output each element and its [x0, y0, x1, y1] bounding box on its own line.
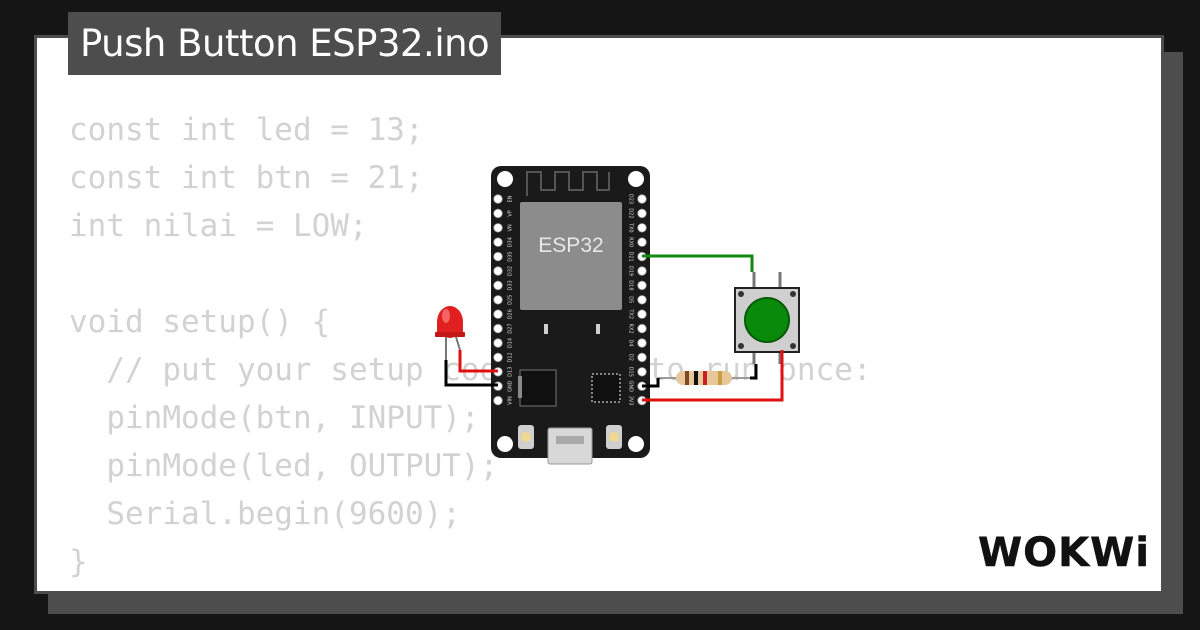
code-line: int nilai = LOW;	[69, 208, 368, 244]
right-pin-label: D18	[628, 280, 634, 290]
right-pin-label: TX0	[628, 222, 634, 233]
project-title: Push Button ESP32.ino	[68, 12, 502, 75]
code-line: }	[69, 544, 88, 580]
left-pin-label: D27	[508, 323, 514, 333]
resistor[interactable]	[658, 371, 750, 385]
left-pin-label: D35	[508, 251, 514, 261]
pin-hole-d27[interactable]	[493, 323, 503, 334]
red-led[interactable]	[435, 306, 465, 360]
pin-hole-d35[interactable]	[493, 251, 503, 262]
pin-hole-tx0[interactable]	[637, 223, 647, 233]
right-pin-label: 3V3	[628, 396, 634, 406]
left-pin-label: VP	[508, 210, 514, 216]
left-pin-label: D12	[508, 352, 514, 362]
pin-hole-en[interactable]	[493, 194, 503, 204]
pin-hole-d14[interactable]	[493, 338, 503, 348]
wire-black-led	[444, 360, 498, 387]
pin-hole-d23[interactable]	[637, 194, 647, 204]
right-pin-label: D15	[628, 367, 634, 377]
code-preview: const int led = 13; const int btn = 21; in…	[69, 106, 872, 586]
right-pin-label: D23	[628, 194, 634, 204]
esp32-label: ESP32	[538, 234, 603, 257]
left-pin-label: D32	[508, 266, 514, 276]
pin-hole-vin[interactable]	[493, 395, 503, 406]
wires	[444, 254, 784, 402]
left-pin-label: VN	[508, 224, 514, 231]
wokwi-logo-text: WOKWi	[978, 530, 1150, 576]
pin-hole-d18[interactable]	[637, 280, 647, 291]
wire-red-led	[458, 350, 498, 373]
right-pin-label: D5	[628, 296, 634, 303]
wire-red-power	[642, 350, 784, 402]
wokwi-logo: WOKWi	[978, 530, 1150, 576]
pin-hole-rx0[interactable]	[637, 237, 647, 247]
left-pin-label: D25	[508, 295, 514, 305]
pin-hole-d33[interactable]	[493, 280, 503, 291]
left-pin-label: GND	[508, 380, 514, 392]
right-pin-label: RX2	[628, 324, 634, 334]
pin-hole-d26[interactable]	[493, 309, 503, 319]
right-pin-label: RX0	[628, 237, 634, 247]
right-pin-label: D4	[628, 339, 634, 346]
left-pin-label: D13	[508, 367, 514, 377]
right-pin-label: D22	[628, 208, 634, 218]
left-pin-label: EN	[508, 195, 514, 202]
right-pin-label: TX2	[628, 308, 634, 319]
right-pin-label: GND	[628, 380, 634, 392]
pin-hole-d19[interactable]	[637, 266, 647, 276]
left-pin-label: D34	[508, 237, 514, 247]
pin-hole-d34[interactable]	[493, 237, 503, 247]
green-push-button[interactable]	[734, 272, 800, 364]
code-line: void setup() {	[69, 304, 331, 340]
usb-port-icon	[547, 427, 593, 465]
left-pin-label: D33	[508, 280, 514, 290]
pin-hole-d4[interactable]	[637, 338, 647, 348]
pin-hole-vn[interactable]	[493, 223, 503, 233]
pin-hole-d2[interactable]	[637, 352, 647, 363]
wire-green	[642, 254, 754, 272]
code-line: const int btn = 21;	[69, 160, 424, 196]
left-pin-label: VIN	[508, 396, 514, 405]
pin-hole-d32[interactable]	[493, 266, 503, 276]
code-line: pinMode(led, OUTPUT);	[69, 448, 499, 484]
wire-black-button	[750, 364, 758, 380]
pin-hole-tx2[interactable]	[637, 309, 647, 319]
code-line: const int led = 13;	[69, 112, 424, 148]
pin-hole-d25[interactable]	[493, 295, 503, 305]
right-pin-label: D21	[628, 251, 634, 261]
pin-hole-d5[interactable]	[637, 295, 647, 305]
esp32-board[interactable]: ESP32 ENVPVND34D35D32D33D25D26D27D14D12D…	[491, 166, 650, 465]
pin-hole-d22[interactable]	[637, 208, 647, 219]
left-pin-label: D14	[508, 338, 514, 348]
esp32-module	[520, 202, 622, 310]
pin-hole-d12[interactable]	[493, 352, 503, 363]
pin-hole-vp[interactable]	[493, 208, 503, 219]
right-pin-label: D2	[628, 354, 634, 361]
right-pin-label: D19	[628, 266, 634, 276]
code-line: pinMode(btn, INPUT);	[69, 400, 480, 436]
left-pin-label: D26	[508, 309, 514, 319]
wire-black-resistor	[642, 378, 660, 388]
code-line: Serial.begin(9600);	[69, 496, 461, 532]
pin-hole-d15[interactable]	[637, 367, 647, 377]
pin-hole-rx2[interactable]	[637, 323, 647, 334]
